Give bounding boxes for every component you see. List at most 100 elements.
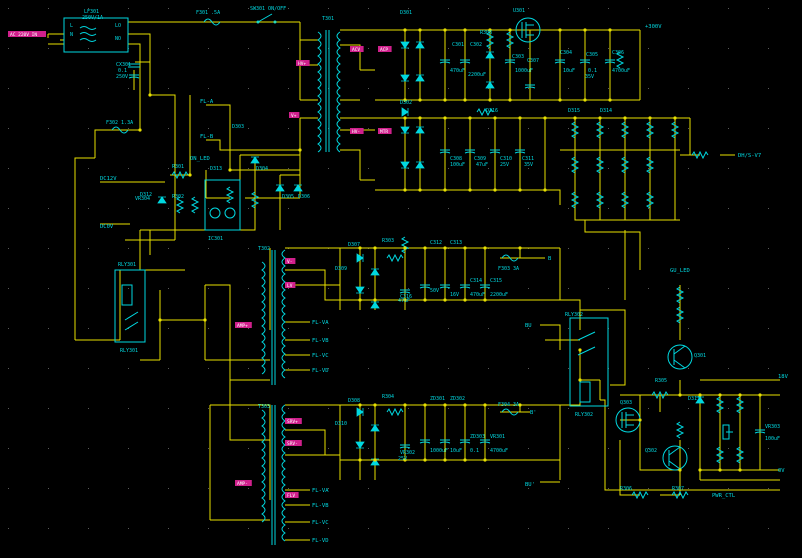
net-tag-label: V+ — [291, 113, 297, 119]
net-fl-vb-2: FL-VB — [312, 503, 329, 509]
net-fl-b: FL-B — [200, 134, 214, 140]
net-fl-vc: FL-VC — [312, 353, 329, 359]
diode-symbol — [485, 51, 495, 59]
capacitor-symbol — [419, 439, 431, 444]
component-ref: D306 — [298, 194, 310, 200]
ac-input-label: AC 220V IN — [10, 32, 37, 38]
resistor-symbol — [386, 253, 404, 263]
diode-symbol — [355, 286, 365, 294]
relay-rly301-label: RLY301 — [118, 262, 136, 268]
filter-ref: LF301 — [84, 9, 99, 15]
component-ref: VR303 — [765, 424, 780, 430]
component-ref: D302 — [400, 100, 412, 106]
diode-symbol — [401, 107, 409, 117]
component-ref: D311 — [688, 396, 700, 402]
resistor-symbol — [715, 446, 725, 464]
component-ref: ZD302 — [450, 396, 465, 402]
component-ref: C315 — [490, 278, 502, 284]
component-value: 2200uF — [468, 72, 486, 78]
net-b: B — [548, 256, 552, 262]
net-bu2: BU' — [525, 482, 535, 488]
relay-rly302-label: RLY302 — [565, 312, 583, 318]
resistor-symbol — [631, 490, 649, 500]
net-tag-label: LV — [287, 283, 293, 289]
resistor-symbol — [671, 490, 689, 500]
net-tag-label: V- — [287, 259, 292, 265]
net-plus300: +300V — [645, 24, 662, 30]
resistor-symbol — [175, 196, 185, 214]
net-tag-box — [285, 492, 299, 498]
resistor-symbol — [675, 421, 685, 439]
net-tag-label: ACV — [352, 47, 360, 53]
component-ref: C309 — [474, 156, 486, 162]
component-ref: D316 — [486, 108, 498, 114]
component-value: 0.1 — [588, 68, 597, 74]
diode-symbol — [275, 184, 285, 192]
u301-label: U301 — [513, 8, 525, 14]
net-tag-label: AMP+ — [237, 323, 248, 329]
net-out-bot: 0V — [778, 468, 785, 474]
net-fl-vd: FL-VD — [312, 368, 329, 374]
diode-symbol — [400, 126, 410, 134]
resistor-symbol — [570, 156, 580, 174]
resistor-symbol — [675, 286, 685, 304]
diode-symbol — [415, 74, 425, 82]
component-ref: C314 — [470, 278, 482, 284]
resistor-symbol — [691, 150, 709, 160]
component-ref: D303 — [232, 124, 244, 130]
net-out-top: 18V — [778, 374, 789, 380]
component-value: 0.1 — [470, 448, 479, 454]
q303-label: Q303 — [620, 400, 632, 406]
resistor-symbol — [670, 121, 680, 139]
component-ref: C316 — [400, 294, 412, 300]
capacitor-symbol — [604, 59, 616, 64]
component-ref: C304 — [560, 50, 572, 56]
net-tag-box — [350, 46, 364, 52]
component-ref: C301 — [452, 42, 464, 48]
wires — [47, 21, 780, 541]
transistor-u301 — [515, 17, 541, 43]
net-tag-box — [289, 112, 300, 118]
component-ref: C306 — [612, 50, 624, 56]
capacitor-symbol — [439, 284, 451, 289]
net-tag-box — [350, 128, 364, 134]
capacitor-symbol — [554, 59, 566, 64]
diode-symbol — [250, 156, 260, 164]
switch-label: SW301 ON/OFF — [250, 6, 286, 12]
component-value: 47uF — [398, 298, 410, 304]
resistor-symbol — [595, 191, 605, 209]
net-tag-box — [285, 440, 302, 446]
diode-symbol — [485, 81, 495, 89]
resistor-symbol — [225, 186, 235, 204]
component-ref: D304 — [256, 166, 268, 172]
capacitor-symbol — [128, 74, 140, 79]
transistor-q302 — [662, 445, 688, 471]
net-tag-box — [378, 128, 392, 134]
relay-rly302 — [569, 317, 609, 407]
capacitor-symbol — [579, 59, 591, 64]
diode-symbol — [400, 74, 410, 82]
ic301-label: IC301 — [208, 236, 223, 242]
component-ref: VR304 — [135, 196, 150, 202]
q301-label: Q301 — [694, 353, 706, 359]
capacitor-symbol — [459, 59, 471, 64]
net-onled: ON_LED — [190, 156, 210, 162]
diode-symbol — [355, 441, 365, 449]
transformer-t301: T301 — [322, 16, 334, 22]
resistor-symbol — [620, 121, 630, 139]
diode-symbol — [415, 41, 425, 49]
component-value: 47uF — [476, 162, 488, 168]
net-fl-vd-2: FL-VD — [312, 538, 329, 544]
component-ref: D305 — [282, 194, 294, 200]
component-ref: D301 — [400, 10, 412, 16]
net-dcv: DC12V — [100, 176, 117, 182]
component-ref: D313 — [210, 166, 222, 172]
capacitor-symbol — [439, 439, 451, 444]
component-value: 2200uF — [490, 292, 508, 298]
component-value: 50V — [430, 288, 439, 294]
line-filter-lf301 — [63, 17, 129, 53]
capacitor-symbol — [399, 289, 411, 294]
capacitor-symbol — [479, 439, 491, 444]
net-fl-va-2: FL-VA — [312, 488, 329, 494]
